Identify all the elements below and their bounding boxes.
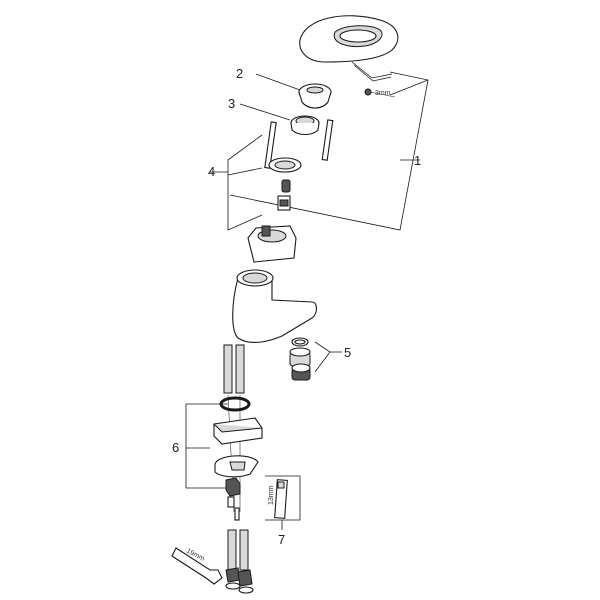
callout-1: 1 — [414, 153, 421, 168]
cartridge — [247, 225, 297, 263]
retaining-ring — [268, 157, 302, 173]
pin — [234, 507, 240, 521]
lever-handle — [299, 15, 399, 63]
bracket-1 — [229, 71, 429, 231]
callout-3: 3 — [228, 96, 235, 111]
callout-6: 6 — [172, 440, 179, 455]
bracket-4 — [227, 134, 263, 231]
callout-4: 4 — [208, 164, 215, 179]
spanner-19mm: 19mm — [171, 547, 223, 585]
cover-disk-part — [290, 115, 320, 136]
callout-2: 2 — [236, 66, 243, 81]
tap-body — [232, 269, 318, 344]
mounting-plate — [213, 417, 263, 445]
callout-5: 5 — [344, 345, 351, 360]
callout-7: 7 — [278, 532, 285, 547]
spanner-13mm: 13mm — [265, 475, 301, 530]
hex-key: 3mm — [351, 61, 396, 98]
bracket-6 — [185, 403, 228, 489]
aerator-set — [289, 337, 342, 381]
o-ring — [219, 396, 251, 412]
horseshoe-washer — [214, 455, 259, 478]
spanner-small-dimension: 13mm — [268, 485, 275, 505]
hex-key-dimension: 3mm — [375, 90, 391, 97]
nut — [225, 477, 241, 508]
cap-part — [298, 83, 332, 109]
hose-ends — [225, 529, 254, 594]
cartridge-inserts — [277, 179, 291, 211]
mounting-studs — [264, 119, 334, 169]
